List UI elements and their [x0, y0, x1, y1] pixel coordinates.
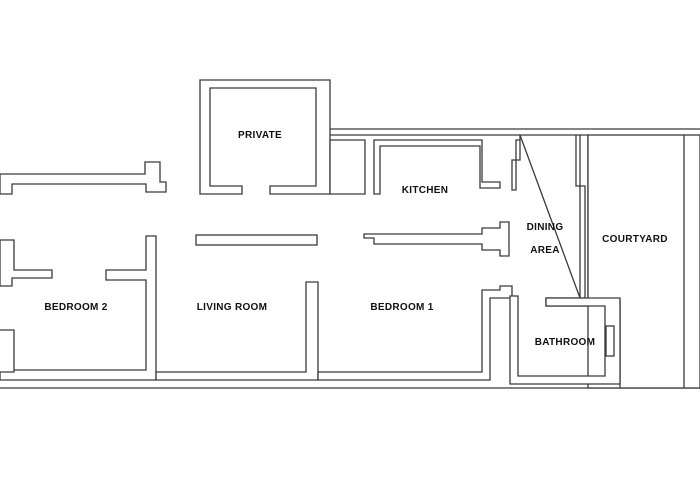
bedroom2-bottom-left: [0, 329, 15, 373]
bedroom2-right-wall: [0, 235, 157, 381]
kitchen-walls: [373, 139, 501, 195]
room-label-living-room: LIVING ROOM: [197, 302, 268, 313]
room-label-bedroom1: BEDROOM 1: [370, 302, 433, 313]
left-top-wall: [0, 161, 167, 195]
room-label-area: AREA: [530, 245, 560, 256]
living-room-walls: [155, 281, 319, 381]
room-label-bathroom: BATHROOM: [535, 337, 596, 348]
room-label-private: PRIVATE: [238, 130, 282, 141]
bathroom-window: [605, 325, 615, 357]
bedroom1-walls: [317, 285, 513, 381]
room-label-dining: DINING: [527, 222, 564, 233]
kitchen-left-wall: [329, 139, 366, 195]
living-top-wall: [195, 234, 318, 246]
dining-walls: [519, 134, 589, 307]
bathroom-walls: [509, 295, 621, 385]
dining-left-wall: [511, 135, 521, 191]
bedroom1-top-wall: [363, 221, 510, 257]
room-label-bedroom2: BEDROOM 2: [44, 302, 107, 313]
bedroom2-walls: [0, 239, 53, 287]
room-label-courtyard: COURTYARD: [602, 234, 668, 245]
room-label-kitchen: KITCHEN: [402, 185, 449, 196]
